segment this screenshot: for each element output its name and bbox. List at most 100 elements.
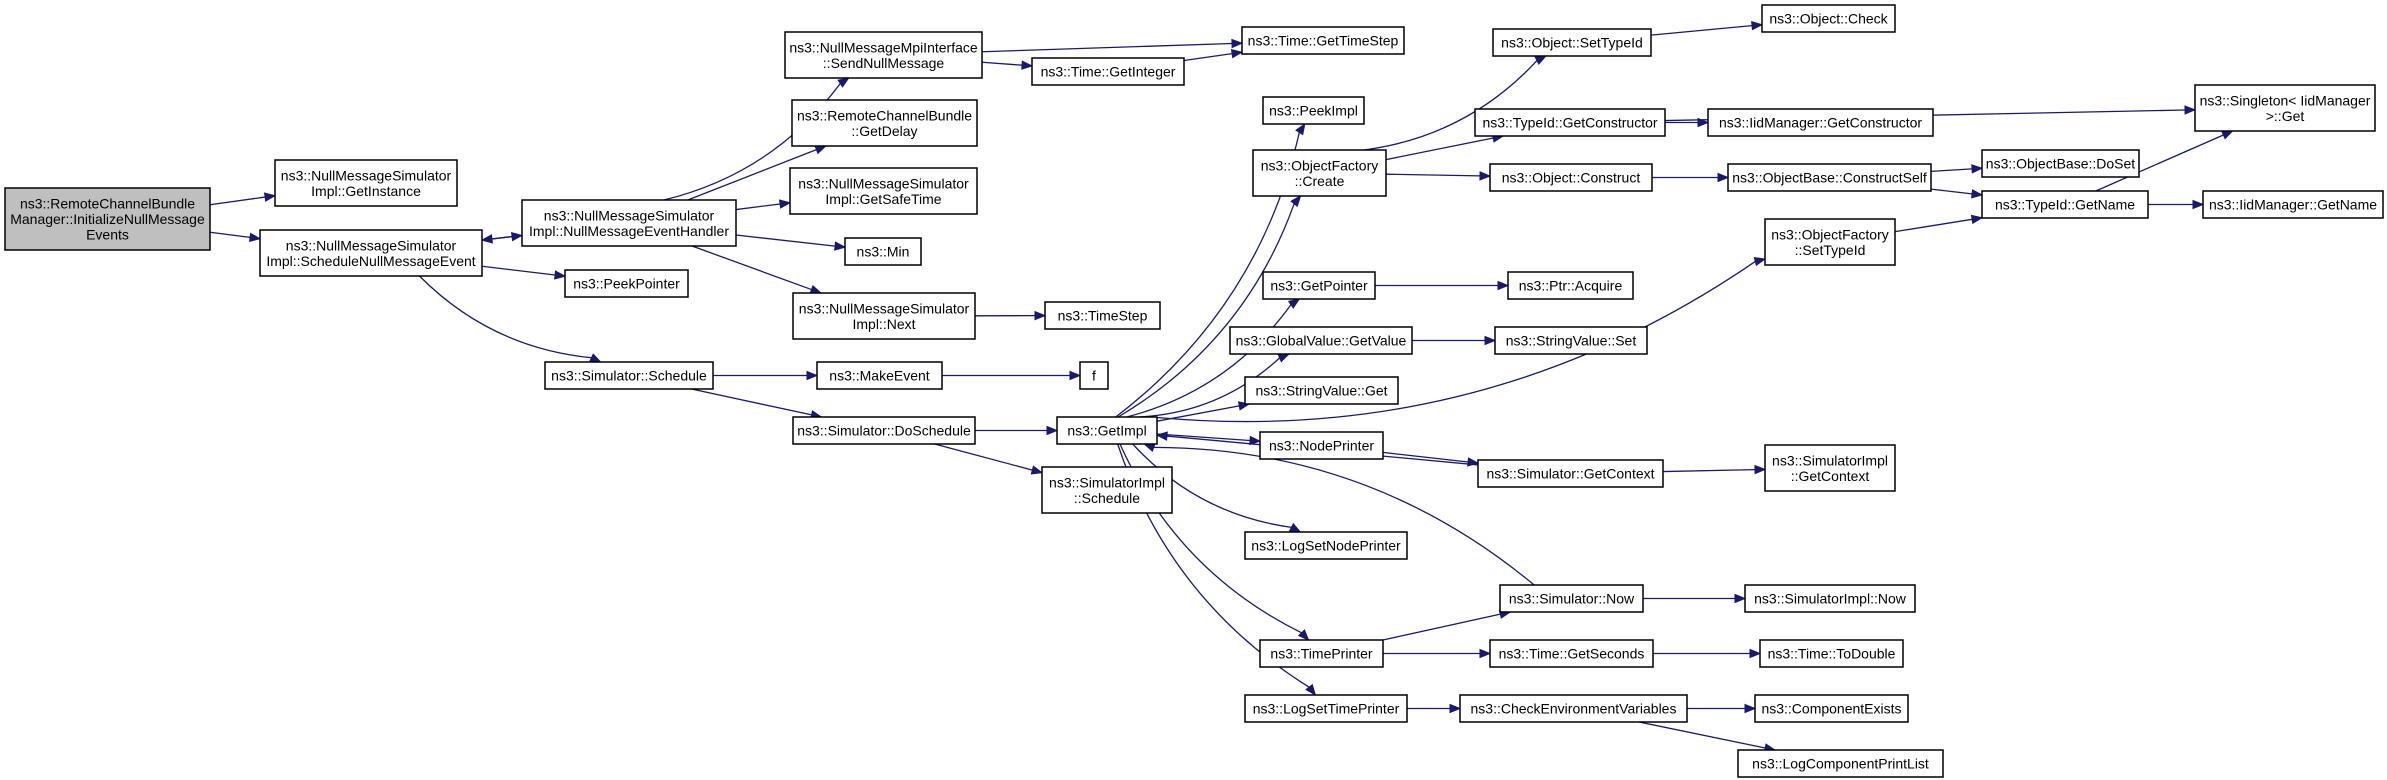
node-box[interactable]	[544, 361, 714, 390]
node-ptracquire[interactable]: ns3::Ptr::Acquire	[1507, 271, 1634, 300]
node-box[interactable]	[1764, 218, 1896, 266]
node-logcompprint[interactable]: ns3::LogComponentPrintList	[1737, 749, 1944, 778]
node-doset[interactable]: ns3::ObjectBase::DoSet	[1981, 149, 2140, 178]
node-box[interactable]	[1041, 466, 1173, 514]
node-implnow[interactable]: ns3::SimulatorImpl::Now	[1744, 584, 1916, 613]
node-box[interactable]	[1252, 149, 1387, 197]
node-simnow[interactable]: ns3::Simulator::Now	[1499, 584, 1644, 613]
node-box[interactable]	[1759, 639, 1904, 668]
node-logsettimeprinter[interactable]: ns3::LogSetTimePrinter	[1244, 694, 1408, 723]
node-timeprinter[interactable]: ns3::TimePrinter	[1259, 639, 1384, 668]
node-tidgetname[interactable]: ns3::TypeId::GetName	[1981, 190, 2149, 219]
node-box[interactable]	[784, 31, 983, 79]
node-box[interactable]	[844, 237, 922, 266]
node-simschedule[interactable]: ns3::Simulator::Schedule	[544, 361, 714, 390]
node-box[interactable]	[1244, 694, 1408, 723]
node-box[interactable]	[2194, 84, 2376, 132]
node-box[interactable]	[1262, 271, 1376, 300]
node-getsafetime[interactable]: ns3::NullMessageSimulatorImpl::GetSafeTi…	[789, 167, 978, 215]
node-min[interactable]: ns3::Min	[844, 237, 922, 266]
node-box[interactable]	[1981, 149, 2140, 178]
node-nodeprinter[interactable]: ns3::NodePrinter	[1259, 431, 1384, 460]
node-handler[interactable]: ns3::NullMessageSimulatorImpl::NullMessa…	[521, 199, 737, 247]
node-implschedule[interactable]: ns3::SimulatorImpl::Schedule	[1041, 466, 1173, 514]
node-box[interactable]	[1744, 584, 1916, 613]
node-singleton[interactable]: ns3::Singleton< IidManager >::Get	[2194, 84, 2376, 132]
node-box[interactable]	[1489, 163, 1653, 192]
node-box[interactable]	[564, 269, 689, 298]
node-box[interactable]	[1981, 190, 2149, 219]
node-objsettypeid[interactable]: ns3::Object::SetTypeId	[1492, 28, 1652, 57]
node-box[interactable]	[2202, 190, 2384, 219]
node-box[interactable]	[521, 199, 737, 247]
node-objcheck[interactable]: ns3::Object::Check	[1761, 4, 1896, 33]
node-box[interactable]	[1499, 584, 1644, 613]
node-box[interactable]	[1079, 361, 1109, 390]
node-box[interactable]	[1494, 326, 1648, 355]
node-box[interactable]	[1244, 376, 1399, 405]
node-tidgetctor[interactable]: ns3::TypeId::GetConstructor	[1474, 108, 1666, 137]
node-timestep[interactable]: ns3::TimeStep	[1044, 301, 1161, 330]
node-box[interactable]	[1489, 639, 1654, 668]
node-constructself[interactable]: ns3::ObjectBase::ConstructSelf	[1727, 163, 1932, 192]
node-box[interactable]	[1727, 163, 1932, 192]
node-svget[interactable]: ns3::StringValue::Get	[1244, 376, 1399, 405]
node-makeevent[interactable]: ns3::MakeEvent	[816, 361, 943, 390]
node-getpointer[interactable]: ns3::GetPointer	[1262, 271, 1376, 300]
node-peekpointer[interactable]: ns3::PeekPointer	[564, 269, 689, 298]
node-ofcreate[interactable]: ns3::ObjectFactory::Create	[1252, 149, 1387, 197]
node-f[interactable]: f	[1079, 361, 1109, 390]
node-box[interactable]	[1737, 749, 1944, 778]
node-svset[interactable]: ns3::StringValue::Set	[1494, 326, 1648, 355]
node-doschedule[interactable]: ns3::Simulator::DoSchedule	[792, 416, 976, 445]
node-box[interactable]	[1262, 96, 1365, 125]
node-implgetcontext[interactable]: ns3::SimulatorImpl::GetContext	[1764, 444, 1896, 492]
node-peekimpl[interactable]: ns3::PeekImpl	[1262, 96, 1365, 125]
node-ofsettypeid[interactable]: ns3::ObjectFactory::SetTypeId	[1764, 218, 1896, 266]
node-box[interactable]	[816, 361, 943, 390]
node-box[interactable]	[1259, 639, 1384, 668]
node-box[interactable]	[1761, 4, 1896, 33]
node-box[interactable]	[4, 187, 211, 251]
node-box[interactable]	[1754, 694, 1909, 723]
node-gettimestep[interactable]: ns3::Time::GetTimeStep	[1241, 26, 1405, 55]
node-box[interactable]	[274, 159, 458, 207]
node-sendnull[interactable]: ns3::NullMessageMpiInterface::SendNullMe…	[784, 31, 983, 79]
node-root[interactable]: ns3::RemoteChannelBundleManager::Initial…	[4, 187, 211, 251]
node-box[interactable]	[1492, 28, 1652, 57]
node-getinteger[interactable]: ns3::Time::GetInteger	[1031, 57, 1185, 86]
node-iidgetctor[interactable]: ns3::IidManager::GetConstructor	[1707, 108, 1934, 137]
node-box[interactable]	[1259, 431, 1384, 460]
node-compexists[interactable]: ns3::ComponentExists	[1754, 694, 1909, 723]
node-gvgetvalue[interactable]: ns3::GlobalValue::GetValue	[1229, 326, 1413, 355]
node-box[interactable]	[1044, 301, 1161, 330]
node-box[interactable]	[789, 167, 978, 215]
node-getinstance[interactable]: ns3::NullMessageSimulatorImpl::GetInstan…	[274, 159, 458, 207]
node-getseconds[interactable]: ns3::Time::GetSeconds	[1489, 639, 1654, 668]
node-box[interactable]	[1507, 271, 1634, 300]
node-box[interactable]	[1241, 26, 1405, 55]
node-objconstruct[interactable]: ns3::Object::Construct	[1489, 163, 1653, 192]
node-box[interactable]	[1707, 108, 1934, 137]
node-box[interactable]	[1764, 444, 1896, 492]
node-box[interactable]	[1244, 531, 1408, 560]
node-logsetnodeprinter[interactable]: ns3::LogSetNodePrinter	[1244, 531, 1408, 560]
node-box[interactable]	[1031, 57, 1185, 86]
node-box[interactable]	[792, 416, 976, 445]
node-getdelay[interactable]: ns3::RemoteChannelBundle::GetDelay	[791, 99, 978, 147]
node-box[interactable]	[259, 229, 483, 277]
node-box[interactable]	[1056, 416, 1158, 445]
node-box[interactable]	[1474, 108, 1666, 137]
node-box[interactable]	[791, 99, 978, 147]
node-checkenv[interactable]: ns3::CheckEnvironmentVariables	[1459, 694, 1688, 723]
node-getimpl[interactable]: ns3::GetImpl	[1056, 416, 1158, 445]
node-simgetcontext[interactable]: ns3::Simulator::GetContext	[1477, 459, 1664, 488]
node-schednull[interactable]: ns3::NullMessageSimulatorImpl::ScheduleN…	[259, 229, 483, 277]
node-box[interactable]	[792, 292, 976, 340]
node-box[interactable]	[1229, 326, 1413, 355]
node-box[interactable]	[1459, 694, 1688, 723]
node-todouble[interactable]: ns3::Time::ToDouble	[1759, 639, 1904, 668]
node-box[interactable]	[1477, 459, 1664, 488]
node-iidgetname[interactable]: ns3::IidManager::GetName	[2202, 190, 2384, 219]
